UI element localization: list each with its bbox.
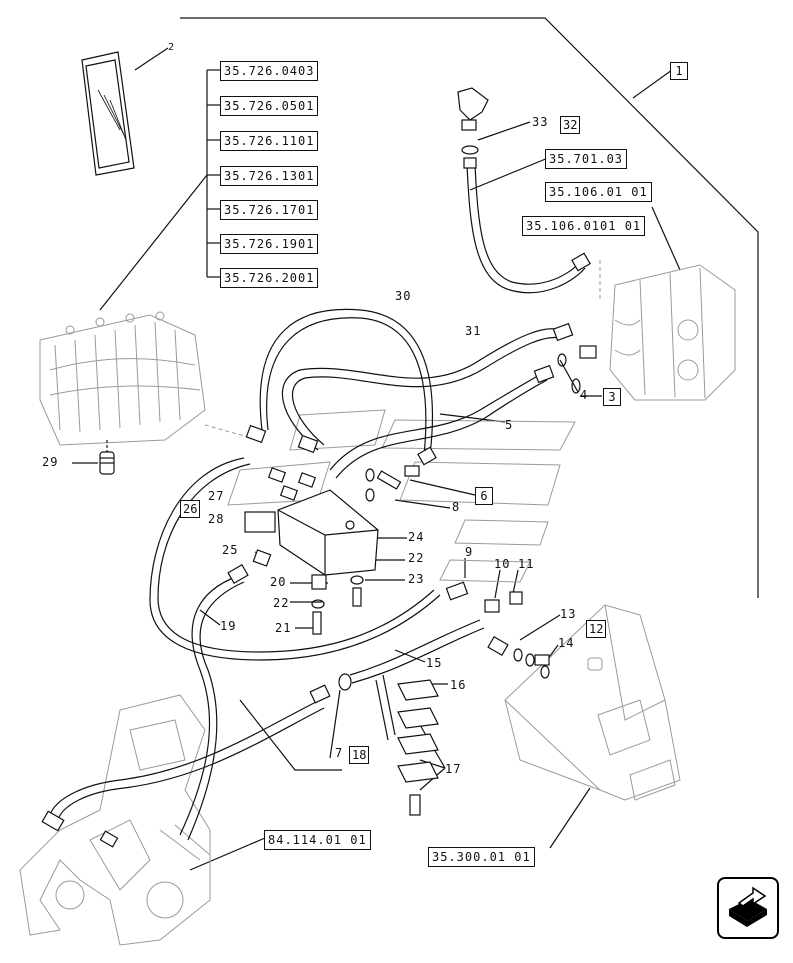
callout-32: 32 bbox=[560, 116, 581, 134]
callout-23: 23 bbox=[408, 572, 425, 586]
leader-lines bbox=[72, 17, 759, 871]
ref-35-726-0403[interactable]: 35.726.0403 bbox=[220, 61, 319, 81]
hydraulic-pump-illustration bbox=[599, 260, 736, 401]
callout-21: 21 bbox=[275, 621, 292, 635]
callout-19: 19 bbox=[220, 619, 237, 633]
ref-35-701-03[interactable]: 35.701.03 bbox=[545, 149, 628, 169]
fittings bbox=[41, 87, 597, 848]
callout-25: 25 bbox=[222, 543, 239, 557]
callout-6: 6 bbox=[475, 487, 493, 505]
callout-28: 28 bbox=[208, 512, 225, 526]
callout-27: 27 bbox=[208, 489, 225, 503]
callout-15: 15 bbox=[426, 656, 443, 670]
ref-35-726-1301[interactable]: 35.726.1301 bbox=[220, 166, 319, 186]
mounting-plates bbox=[227, 409, 576, 583]
callout-22-left: 22 bbox=[273, 596, 290, 610]
callout-13: 13 bbox=[560, 607, 577, 621]
ref-84-114-01-01[interactable]: 84.114.01 01 bbox=[264, 830, 371, 850]
callout-30: 30 bbox=[395, 289, 412, 303]
callout-8: 8 bbox=[452, 500, 461, 514]
callout-24: 24 bbox=[408, 530, 425, 544]
callout-11: 11 bbox=[518, 557, 535, 571]
ref-35-726-2001[interactable]: 35.726.2001 bbox=[220, 268, 319, 288]
oil-tank-illustration bbox=[504, 604, 681, 801]
callout-12: 12 bbox=[586, 620, 607, 638]
callout-4: 4 bbox=[580, 388, 589, 402]
callout-16: 16 bbox=[450, 678, 467, 692]
ref-35-300-01-01[interactable]: 35.300.01 01 bbox=[428, 847, 535, 867]
callout-3: 3 bbox=[603, 388, 621, 406]
tractor-frame-illustration bbox=[19, 694, 211, 946]
callout-10: 10 bbox=[494, 557, 511, 571]
callout-2: 2 bbox=[168, 42, 176, 53]
callout-7: 7 bbox=[335, 746, 344, 760]
callout-9: 9 bbox=[465, 545, 474, 559]
next-page-button[interactable] bbox=[717, 877, 779, 939]
callout-17: 17 bbox=[445, 762, 462, 776]
callout-29: 29 bbox=[42, 455, 59, 469]
callout-18: 18 bbox=[349, 746, 370, 764]
callout-1: 1 bbox=[670, 62, 688, 80]
hoses bbox=[49, 164, 586, 841]
manual-book-illustration bbox=[81, 51, 135, 176]
callout-20: 20 bbox=[270, 575, 287, 589]
ref-35-726-1701[interactable]: 35.726.1701 bbox=[220, 200, 319, 220]
callout-5: 5 bbox=[505, 418, 514, 432]
callout-31: 31 bbox=[465, 324, 482, 338]
callout-22-right: 22 bbox=[408, 551, 425, 565]
ref-35-726-1101[interactable]: 35.726.1101 bbox=[220, 131, 319, 151]
ref-35-726-0501[interactable]: 35.726.0501 bbox=[220, 96, 319, 116]
ref-35-106-01-01[interactable]: 35.106.01 01 bbox=[545, 182, 652, 202]
plug-part-29 bbox=[99, 440, 115, 475]
ref-35-106-0101-01[interactable]: 35.106.0101 01 bbox=[522, 216, 646, 236]
callout-33: 33 bbox=[532, 115, 549, 129]
ref-35-726-1901[interactable]: 35.726.1901 bbox=[220, 234, 319, 254]
callout-14: 14 bbox=[558, 636, 575, 650]
control-valve-illustration bbox=[39, 311, 249, 446]
callout-26: 26 bbox=[180, 500, 201, 518]
next-page-arrow-icon bbox=[729, 886, 767, 927]
